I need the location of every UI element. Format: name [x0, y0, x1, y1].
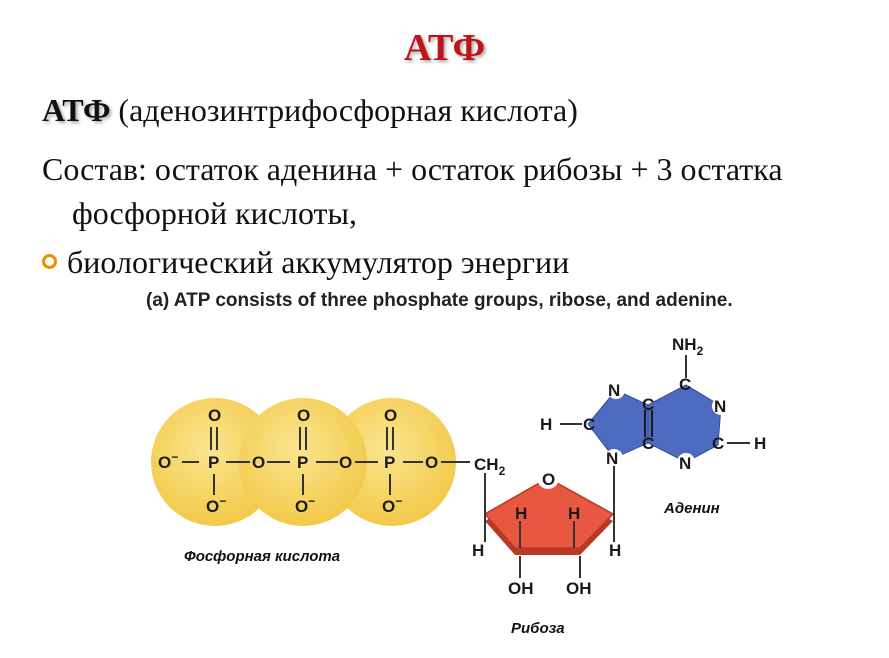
atom-o-top1: O — [208, 406, 221, 425]
phosphate-groups — [151, 398, 456, 526]
atom-h-ribose4: H — [609, 541, 621, 560]
atom-o-bottom1: O− — [206, 494, 226, 516]
atom-c-3: C — [583, 415, 595, 434]
ribose-ring: O H H H H OH OH CH2 — [472, 455, 621, 598]
phosphate-circle-1 — [151, 398, 279, 526]
atom-ch2: CH2 — [474, 455, 506, 478]
atom-oh-2: OH — [566, 579, 592, 598]
atom-n-3: N — [714, 397, 726, 416]
atom-p1: P — [208, 453, 219, 472]
atom-p3: P — [384, 453, 395, 472]
atom-c-2: C — [642, 434, 654, 453]
atom-n-2: N — [606, 449, 618, 468]
phosphate-atoms: O− P O P O P O O O O O− O− O− — [158, 406, 438, 516]
atom-c-4: C — [712, 434, 724, 453]
atom-h-adenine1: H — [540, 415, 552, 434]
composition-line: Состав: остаток аденина + остаток рибозы… — [42, 151, 783, 231]
atom-n-4: N — [679, 454, 691, 473]
phosphate-circle-3 — [328, 398, 456, 526]
figure-caption: (a) ATP consists of three phosphate grou… — [146, 290, 733, 311]
atom-h-ribose3: H — [472, 541, 484, 560]
atom-o-bridge1: O — [252, 453, 265, 472]
atom-o-bridge3: O — [425, 453, 438, 472]
slide-title: АТФ — [403, 27, 486, 69]
label-phosphoric-acid: Фосфорная кислота — [184, 548, 340, 565]
function-line: биологический аккумулятор энергии — [42, 244, 569, 281]
atom-h-ribose1: H — [515, 504, 527, 523]
atom-n-1: N — [608, 381, 620, 400]
atom-o-bottom2: O− — [295, 494, 315, 516]
atom-p2: P — [297, 453, 308, 472]
function-text: биологический аккумулятор энергии — [67, 244, 570, 280]
atom-nh2: NH2 — [672, 335, 704, 358]
atom-o-bottom3: O− — [382, 494, 402, 516]
atom-o-top3: O — [384, 406, 397, 425]
adenine-ring: N N N N C C C C C H H NH2 — [540, 335, 766, 473]
atom-o-ring: O — [542, 470, 555, 489]
label-adenine: Аденин — [663, 500, 720, 517]
definition-text: (аденозинтрифосфорная кислота) — [110, 92, 578, 128]
bullet-icon — [42, 254, 57, 270]
definition-term: АТФ — [42, 92, 111, 128]
atom-oh-1: OH — [508, 579, 534, 598]
atom-c-1: C — [642, 395, 654, 414]
atom-o-bridge2: O — [339, 453, 352, 472]
atom-h-ribose2: H — [568, 504, 580, 523]
atom-o-minus: O− — [158, 450, 178, 472]
atom-h-adenine2: H — [754, 434, 766, 453]
atom-o-top2: O — [297, 406, 310, 425]
definition-line: АТФ (аденозинтрифосфорная кислота) — [42, 92, 578, 129]
atom-c-top: C — [679, 375, 691, 394]
label-ribose: Рибоза — [511, 620, 565, 637]
phosphate-circle-2 — [239, 398, 367, 526]
